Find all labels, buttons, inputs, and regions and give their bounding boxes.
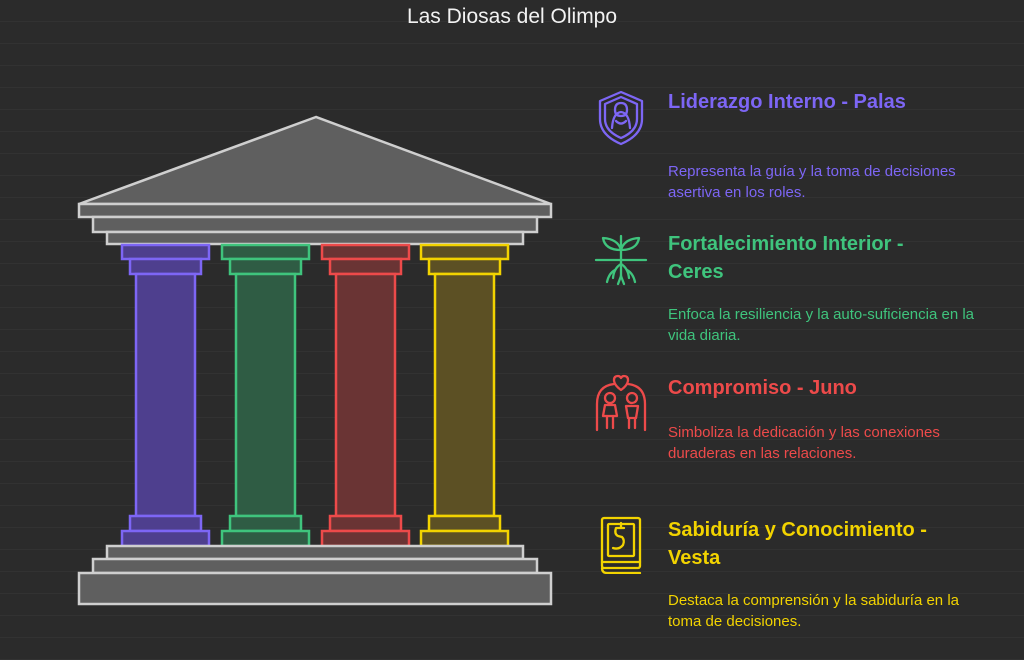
item-juno-text: Simboliza la dedicación y las conexiones… (668, 424, 940, 462)
item-vesta-heading: Sabiduría y Conocimiento - Vesta (668, 519, 927, 569)
couple-heart-icon (595, 374, 647, 432)
temple-step-top (105, 544, 525, 561)
temple-entablature (91, 215, 539, 234)
temple-cornice (77, 202, 553, 219)
book-icon (600, 516, 642, 574)
temple-pediment (78, 115, 552, 206)
item-juno-heading: Compromiso - Juno (668, 377, 857, 399)
shield-person-icon (598, 90, 644, 146)
column-green (220, 243, 311, 548)
temple-step-bottom (77, 571, 553, 606)
page-title: Las Diosas del Olimpo (406, 5, 618, 28)
column-red (320, 243, 411, 548)
item-ceres-text: Enfoca la resiliencia y la auto-suficien… (668, 306, 974, 344)
sprout-roots-icon (594, 234, 648, 286)
column-purple (120, 243, 211, 548)
temple-architrave (105, 230, 525, 246)
temple-diagram (77, 115, 553, 606)
item-vesta-text: Destaca la comprensión y la sabiduría en… (668, 592, 959, 630)
column-yellow (419, 243, 510, 548)
item-palas-text: Representa la guía y la toma de decision… (668, 163, 956, 201)
item-ceres-heading: Fortalecimiento Interior - Ceres (668, 233, 904, 283)
item-palas-heading: Liderazgo Interno - Palas (668, 91, 906, 113)
temple-step-middle (91, 557, 539, 575)
